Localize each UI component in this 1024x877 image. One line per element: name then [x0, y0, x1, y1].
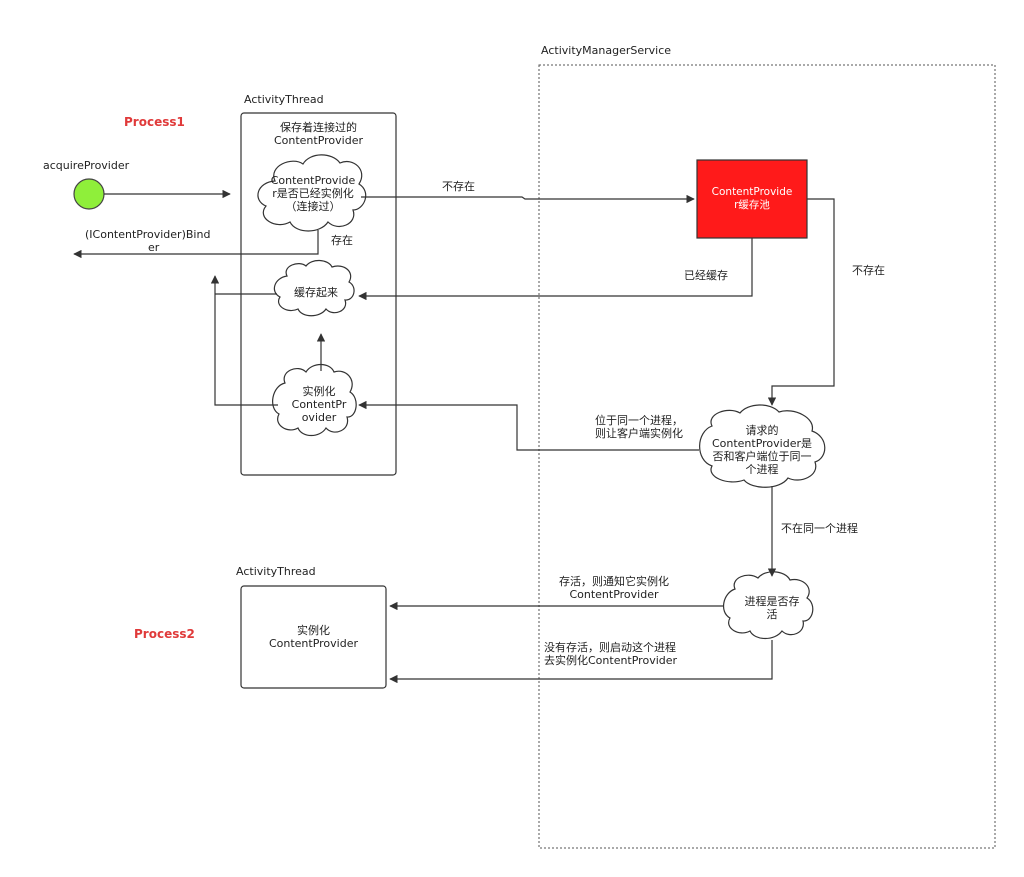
activity-thread-1-title: ActivityThread [244, 93, 324, 106]
cloud-process-alive [722, 571, 814, 640]
process1-label: Process1 [124, 115, 185, 129]
edge-not-same-process-label: 不在同一个进程 [781, 522, 858, 535]
ams-title: ActivityManagerService [541, 44, 672, 57]
edge-cached [358, 238, 753, 301]
cloud-cache-text: 缓存起来 [294, 286, 338, 299]
cloud-instantiate-text: 实例化 ContentPr ovider [291, 385, 347, 424]
cloud-process-alive-text: 进程是否存 活 [744, 595, 800, 621]
cache-pool-box [696, 159, 808, 239]
edge-same-process [358, 400, 699, 451]
edge-not-exist-2-label: 不存在 [852, 264, 885, 277]
edge-not-alive-label: 没有存活，则启动这个进程 去实例化ContentProvider [544, 641, 678, 667]
process2-box-text: 实例化 ContentProvider [268, 624, 359, 650]
edge-not-exist-1 [361, 194, 695, 204]
edge-exist-label: 存在 [331, 234, 353, 247]
cloud-instantiate [272, 363, 357, 437]
start-node [73, 178, 105, 210]
edge-not-alive [389, 640, 773, 684]
edge-same-process-label: 位于同一个进程， 则让客户端实例化 [595, 414, 683, 440]
process2-box [240, 585, 387, 689]
cloud-check-connected-text: ContentProvide r是否已经实例化 （连接过） [270, 174, 356, 213]
cloud-check-connected [257, 154, 367, 232]
cloud-cache [273, 259, 355, 317]
edge-instantiate-to-return [210, 275, 278, 406]
ams-container [538, 64, 996, 849]
activity-thread-2-title: ActivityThread [236, 565, 316, 578]
edge-not-exist-1-label: 不存在 [442, 180, 475, 193]
cache-pool-text: ContentProvide r缓存池 [711, 186, 793, 211]
cloud-same-process [699, 404, 826, 488]
edge-not-exist-2 [767, 198, 835, 406]
thread1-caption: 保存着连接过的 ContentProvider [273, 121, 364, 147]
edge-cached-label: 已经缓存 [684, 269, 728, 282]
cloud-same-process-text: 请求的 ContentProvider是 否和客户端位于同一 个进程 [711, 424, 813, 476]
process2-label: Process2 [134, 627, 195, 641]
edge-alive-label: 存活，则通知它实例化 ContentProvider [559, 575, 669, 601]
binder-return-label: (IContentProvider)Bind er [85, 228, 211, 254]
edge-exist [73, 230, 319, 259]
acquire-provider-label: acquireProvider [43, 159, 130, 172]
